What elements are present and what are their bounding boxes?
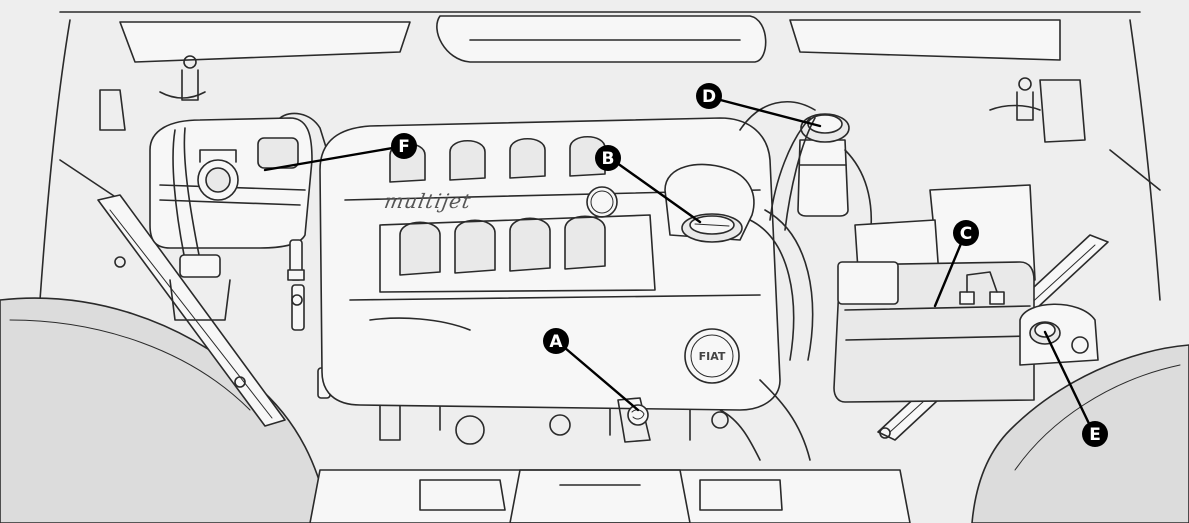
callout-d-label: D — [702, 87, 716, 107]
callout-f-label: F — [398, 137, 410, 157]
callout-e-label: E — [1089, 425, 1101, 445]
oil-filler-cap — [665, 164, 754, 242]
callout-f: F — [391, 133, 417, 159]
engine-cover: multijet FIAT — [320, 118, 780, 410]
callout-a-label: A — [549, 332, 563, 352]
callout-e: E — [1082, 421, 1108, 447]
callout-c-label: C — [960, 224, 972, 244]
callout-b: B — [595, 145, 621, 171]
engine-cover-brand-text: multijet — [382, 189, 473, 213]
washer-fluid-reservoir — [1020, 304, 1098, 365]
engine-cover-logo-text: FIAT — [699, 350, 726, 363]
callout-a: A — [543, 328, 569, 354]
callout-c: C — [953, 220, 979, 246]
callout-b-label: B — [602, 149, 615, 169]
callout-d: D — [696, 83, 722, 109]
